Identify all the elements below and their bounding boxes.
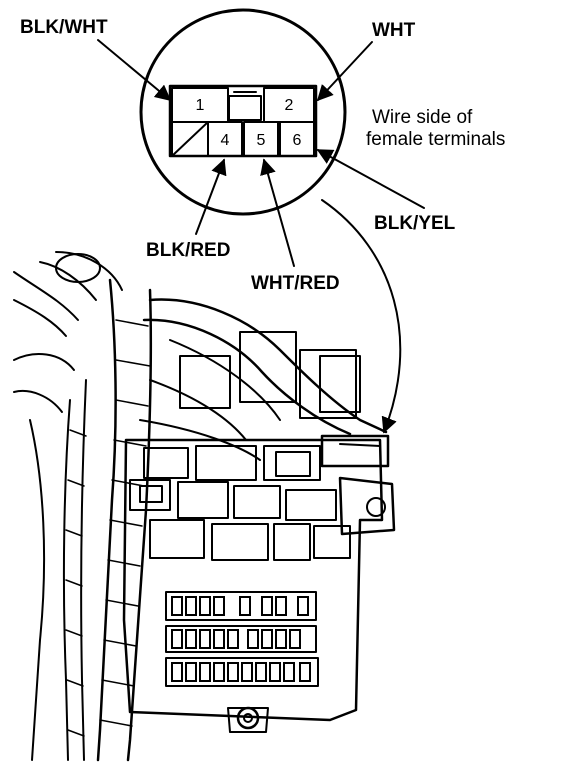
label-blk-wht: BLK/WHT: [20, 17, 108, 38]
connector-face: 1 2 4 5 6: [168, 84, 318, 158]
magnify-circle: [139, 8, 347, 216]
fuse-box: [122, 298, 396, 733]
pin-label-4: 4: [221, 132, 230, 149]
pin-label-2: 2: [285, 97, 294, 114]
label-blk-yel: BLK/YEL: [374, 213, 456, 234]
pin-label-5: 5: [257, 132, 266, 149]
wiring-harness: [13, 251, 153, 762]
leader-pin-6: [316, 149, 425, 209]
terminal-5: [243, 121, 279, 157]
leader-pin-5: [260, 158, 295, 267]
label-wht-red: WHT/RED: [251, 273, 340, 294]
terminal-6: [279, 121, 315, 157]
note-line-2: female terminals: [366, 129, 505, 150]
connector-lock-tab: [228, 95, 262, 121]
note-line-1: Wire side of: [372, 107, 473, 128]
leader-pin-1: [97, 39, 172, 102]
leader-pin-2: [316, 41, 373, 102]
pin-label-6: 6: [293, 132, 302, 149]
leader-pin-4: [195, 158, 227, 235]
label-wht: WHT: [372, 20, 416, 41]
location-arrow: [321, 199, 402, 434]
pin-label-1: 1: [196, 97, 205, 114]
label-blk-red: BLK/RED: [146, 240, 230, 261]
terminal-4: [207, 121, 243, 157]
